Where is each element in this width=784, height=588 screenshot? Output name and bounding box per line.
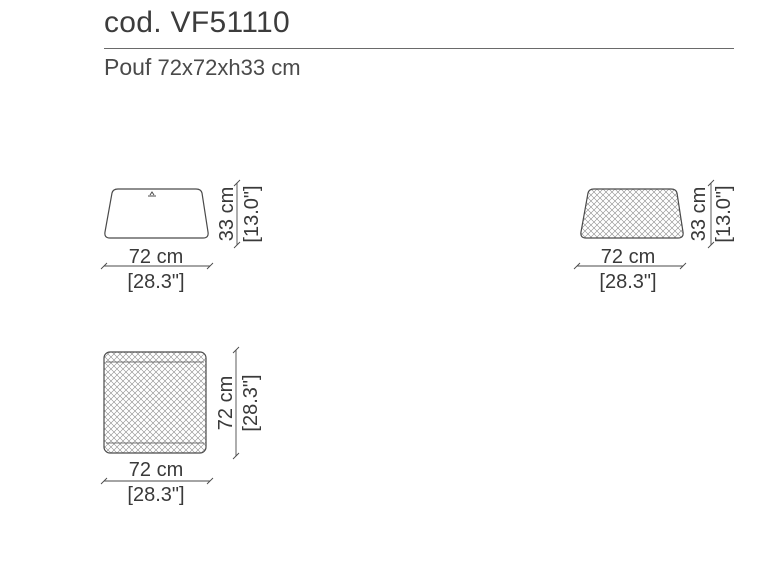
top-view: 72 cm [28.3"] 72 cm [28.3"] (100, 346, 262, 506)
side-view: 72 cm [28.3"] 33 cm [13.0"] (573, 179, 735, 293)
front-width-cm: 72 cm (129, 246, 183, 268)
side-height-in: [13.0"] (713, 185, 735, 242)
dimension-tick (206, 262, 214, 270)
subtitle-name: Pouf (104, 54, 152, 80)
dimension-tick (679, 262, 687, 270)
front-width-in: [28.3"] (127, 271, 184, 293)
top-width-cm: 72 cm (129, 459, 183, 481)
dimension-tick (232, 346, 240, 354)
subtitle-unit: cm (271, 55, 301, 80)
product-subtitle: Pouf 72x72xh33 cm (104, 54, 301, 81)
top-width-in: [28.3"] (127, 484, 184, 506)
header-divider (104, 48, 734, 49)
handle-mark-icon (148, 191, 156, 197)
front-view: 72 cm [28.3"] 33 cm [13.0"] (100, 179, 263, 293)
product-code: cod. VF51110 (104, 6, 290, 39)
dimension-tick (233, 241, 241, 249)
dimension-tick (232, 452, 240, 460)
dimension-tick (707, 179, 715, 187)
top-view-outline (103, 351, 207, 454)
front-height-cm: 33 cm (216, 187, 238, 241)
front-view-outline (104, 188, 209, 239)
side-view-outline (580, 188, 684, 239)
side-height-cm: 33 cm (688, 187, 710, 241)
top-depth-in: [28.3"] (240, 374, 262, 431)
subtitle-dims: 72x72xh33 (157, 55, 266, 80)
dimension-tick (100, 262, 108, 270)
dimension-tick (707, 241, 715, 249)
dimension-tick (100, 477, 108, 485)
side-width-cm: 72 cm (601, 246, 655, 268)
dimension-tick (233, 179, 241, 187)
dimension-tick (206, 477, 214, 485)
top-depth-cm: 72 cm (215, 376, 237, 430)
side-width-in: [28.3"] (599, 271, 656, 293)
dimension-tick (573, 262, 581, 270)
front-height-in: [13.0"] (241, 185, 263, 242)
